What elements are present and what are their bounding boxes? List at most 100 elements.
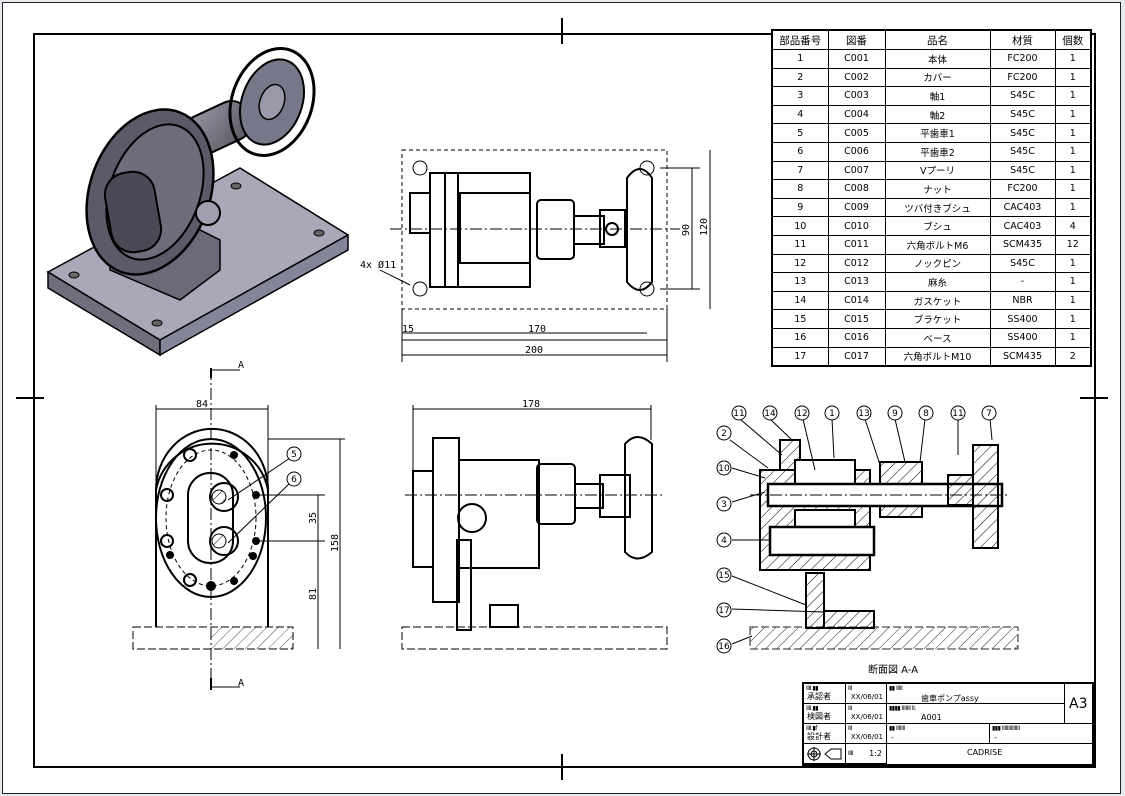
svg-text:15: 15: [718, 571, 729, 581]
bom-cell-material: FC200: [989, 179, 1056, 199]
bom-cell-name: 軸2: [884, 104, 991, 125]
bom-cell-part-no: 9: [771, 197, 829, 218]
balloon-6: 6: [286, 471, 302, 487]
top-view: 15 170 200 90 120 4x Ø11: [360, 149, 711, 362]
bom-cell-drawing-no: C016: [827, 327, 886, 348]
balloon-11: 11: [731, 405, 747, 421]
bom-cell-drawing-no: C007: [827, 160, 886, 181]
bom-cell-name: 平歯車1: [884, 123, 991, 143]
designer-label: 設計者: [807, 732, 831, 741]
balloon-10: 10: [716, 460, 732, 476]
balloon-14: 14: [762, 405, 778, 421]
bom-header-material: 材質: [989, 29, 1056, 50]
bom-cell-drawing-no: C014: [827, 290, 886, 311]
bom-cell-qty: 1: [1054, 327, 1092, 348]
bom-cell-drawing-no: C009: [827, 197, 886, 218]
bom-cell-drawing-no: C013: [827, 272, 886, 292]
bom-cell-name: ツバ付きブシュ: [884, 197, 991, 218]
field-value-2: -: [994, 733, 997, 742]
drawing-number: A001: [921, 713, 942, 722]
bom-cell-qty: 1: [1054, 67, 1092, 88]
svg-text:11: 11: [952, 409, 963, 419]
svg-text:17: 17: [718, 606, 729, 616]
balloon-5: 5: [286, 446, 302, 462]
bom-cell-part-no: 13: [771, 272, 829, 292]
balloon-16: 16: [716, 638, 732, 654]
bom-cell-name: ベース: [884, 327, 991, 348]
bom-cell-name: 平歯車2: [884, 141, 991, 162]
bom-cell-drawing-no: C003: [827, 86, 886, 106]
bom-cell-drawing-no: C010: [827, 216, 886, 236]
bom-cell-drawing-no: C006: [827, 141, 886, 162]
checker-label: 検図者: [807, 712, 831, 721]
dim-178: 178: [522, 399, 540, 410]
bom-cell-name: カバー: [884, 67, 991, 88]
balloon-9: 9: [887, 405, 903, 421]
balloon-1: 1: [824, 405, 840, 421]
svg-text:9: 9: [892, 409, 898, 419]
bom-cell-name: 軸1: [884, 86, 991, 106]
bom-cell-part-no: 15: [771, 309, 829, 329]
bom-cell-material: SCM435: [989, 346, 1056, 367]
svg-text:6: 6: [291, 475, 297, 485]
bom-cell-name: ブラケット: [884, 309, 991, 329]
bom-cell-material: SS400: [989, 327, 1056, 348]
svg-text:3: 3: [721, 500, 727, 510]
third-angle-projection-icon: [807, 747, 842, 761]
bom-header: 部品番号 図番 品名 材質 個数: [771, 29, 1092, 50]
bom-cell-drawing-no: C008: [827, 179, 886, 199]
balloon-13: 13: [856, 405, 872, 421]
bom-header-name: 品名: [884, 29, 991, 50]
company-name: CADRISE: [967, 748, 1003, 757]
bom-cell-material: S45C: [989, 141, 1056, 162]
bom-cell-material: S45C: [989, 123, 1056, 143]
field-value-1: -: [891, 733, 894, 742]
designer-date: XX/06/01: [850, 733, 883, 741]
bom-cell-part-no: 3: [771, 86, 829, 106]
bom-cell-qty: 1: [1054, 253, 1092, 274]
bom-cell-drawing-no: C015: [827, 309, 886, 329]
section-caption: 断面図 A-A: [868, 663, 918, 676]
bom-cell-drawing-no: C011: [827, 234, 886, 255]
section-marker-bottom: A: [238, 678, 244, 689]
bom-cell-part-no: 7: [771, 160, 829, 181]
checker-date: XX/06/01: [850, 713, 883, 721]
dim-120: 120: [699, 218, 710, 236]
bom-cell-material: -: [989, 272, 1056, 292]
svg-text:10: 10: [718, 464, 730, 474]
bom-cell-qty: 1: [1054, 160, 1092, 181]
dim-81: 81: [308, 588, 319, 600]
svg-text:1: 1: [829, 409, 835, 419]
svg-text:8: 8: [923, 409, 929, 419]
drawing-title: 歯車ポンプassy: [921, 694, 979, 703]
dim-158: 158: [330, 534, 341, 552]
bom-cell-qty: 2: [1054, 346, 1092, 367]
bom-cell-qty: 1: [1054, 86, 1092, 106]
front-view: A A 84 35 81 158: [132, 360, 345, 690]
side-view: 178: [401, 399, 668, 650]
svg-text:5: 5: [291, 450, 297, 460]
sheet-size: A3: [1069, 696, 1088, 712]
bom-cell-material: SCM435: [989, 234, 1056, 255]
bom-cell-material: CAC403: [989, 197, 1056, 218]
bom-cell-qty: 1: [1054, 179, 1092, 199]
bom-header-part-no: 部品番号: [771, 29, 829, 50]
bom-cell-name: 本体: [884, 49, 991, 69]
balloon-11b: 11: [950, 405, 966, 421]
dim-15: 15: [402, 324, 414, 335]
bom-cell-name: ブシュ: [884, 216, 991, 236]
approver-date: XX/06/01: [850, 693, 883, 701]
bom-cell-material: S45C: [989, 160, 1056, 181]
bom-cell-qty: 1: [1054, 197, 1092, 218]
balloon-2: 2: [716, 425, 732, 441]
